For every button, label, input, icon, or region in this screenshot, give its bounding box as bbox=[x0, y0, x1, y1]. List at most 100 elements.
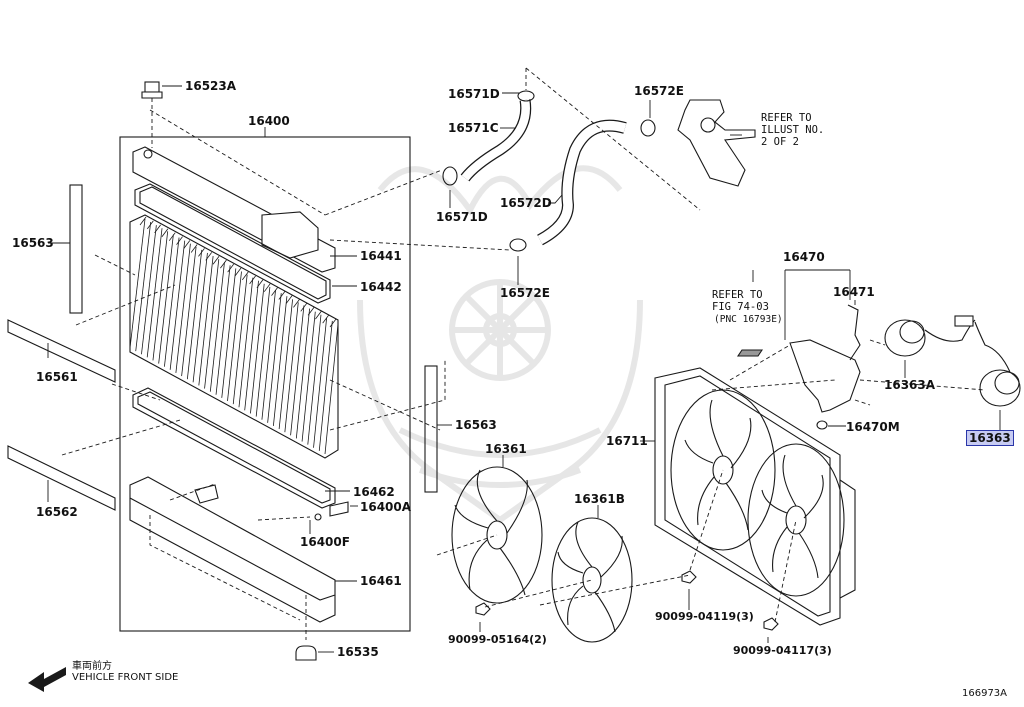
core-fin bbox=[186, 249, 203, 380]
core-fin-top bbox=[315, 310, 322, 320]
fan-motor-16363 bbox=[974, 321, 1021, 407]
radiator-lower-tank bbox=[129, 476, 336, 623]
core-fin bbox=[204, 259, 220, 389]
core-fin-top bbox=[212, 255, 220, 265]
label-16363A[interactable]: 16363A bbox=[884, 378, 936, 392]
label-16572E-top[interactable]: 16572E bbox=[634, 84, 684, 98]
lower-tank-gasket bbox=[132, 387, 336, 509]
label-90099-04119[interactable]: 90099-04119(3) bbox=[655, 610, 754, 623]
label-90099-05164[interactable]: 90099-05164(2) bbox=[448, 633, 547, 646]
reservoir-16470 bbox=[789, 339, 861, 430]
label-16470[interactable]: 16470 bbox=[783, 250, 825, 264]
core-fin-top bbox=[293, 299, 300, 308]
core-fin bbox=[152, 231, 169, 361]
core-fin bbox=[267, 293, 282, 423]
arrow-left-icon bbox=[28, 667, 66, 692]
label-16572E-bottom[interactable]: 16572E bbox=[500, 286, 550, 300]
core-fin-top bbox=[176, 236, 183, 245]
label-16400F[interactable]: 16400F bbox=[300, 535, 350, 549]
label-16462[interactable]: 16462 bbox=[353, 485, 395, 499]
core-fin-top bbox=[285, 295, 293, 304]
core-fin-top bbox=[263, 283, 271, 292]
label-16471[interactable]: 16471 bbox=[833, 285, 875, 299]
core-fin-top bbox=[198, 248, 205, 257]
core-fin bbox=[227, 271, 242, 402]
core-fin bbox=[209, 262, 225, 392]
label-16535[interactable]: 16535 bbox=[337, 645, 379, 659]
clamp-16572E-bottom bbox=[509, 238, 527, 252]
core-fin bbox=[181, 246, 197, 377]
core-fin bbox=[284, 302, 299, 433]
label-16562[interactable]: 16562 bbox=[36, 505, 78, 519]
core-fin-top bbox=[146, 220, 154, 230]
samurai-helmet-icon bbox=[357, 165, 643, 524]
core-fin-top bbox=[271, 287, 278, 296]
label-16711[interactable]: 16711 bbox=[606, 434, 648, 448]
hose-16571C bbox=[461, 99, 530, 181]
label-16572D[interactable]: 16572D bbox=[500, 196, 552, 210]
fan-shroud-16711 bbox=[654, 367, 856, 626]
core-fin-top bbox=[161, 228, 169, 238]
core-fin bbox=[158, 234, 174, 364]
core-fin bbox=[244, 280, 259, 411]
drain-plug-16535 bbox=[295, 645, 317, 661]
label-16363-highlighted[interactable]: 16363 bbox=[966, 430, 1014, 446]
radiator-cap-16523A bbox=[141, 81, 163, 99]
core-fin-top bbox=[322, 314, 330, 324]
core-fin bbox=[129, 218, 146, 349]
core-fin-top bbox=[220, 259, 227, 269]
note-refer-illust: REFER TO ILLUST NO. 2 OF 2 bbox=[761, 112, 825, 148]
core-fin bbox=[232, 274, 248, 405]
label-16470M[interactable]: 16470M bbox=[846, 420, 900, 434]
core-fin-top bbox=[300, 303, 308, 312]
core-fin bbox=[313, 317, 328, 448]
label-16461[interactable]: 16461 bbox=[360, 574, 402, 588]
core-fin bbox=[318, 320, 333, 451]
core-fin bbox=[255, 286, 271, 417]
clamp-16571D-top bbox=[517, 90, 535, 102]
core-fin bbox=[250, 283, 265, 414]
core-fin-top bbox=[278, 291, 286, 300]
core-fin bbox=[135, 222, 152, 352]
label-16361B[interactable]: 16361B bbox=[574, 492, 625, 506]
reservoir-hose-16471 bbox=[847, 304, 861, 361]
core-fin-top bbox=[234, 267, 242, 277]
core-fin bbox=[164, 237, 180, 367]
label-16571D-top[interactable]: 16571D bbox=[448, 87, 500, 101]
label-16563-left[interactable]: 16563 bbox=[12, 236, 54, 250]
radiator-core-fins bbox=[129, 216, 339, 455]
label-16561[interactable]: 16561 bbox=[36, 370, 78, 384]
fan-motor-16363A bbox=[884, 315, 976, 357]
oring-16400F bbox=[314, 513, 322, 521]
core-fin-top bbox=[307, 306, 315, 316]
core-fin bbox=[307, 314, 322, 445]
label-16442[interactable]: 16442 bbox=[360, 280, 402, 294]
clamp-16572E-top bbox=[640, 119, 656, 137]
label-16400A[interactable]: 16400A bbox=[360, 500, 412, 514]
core-fin-top bbox=[183, 240, 191, 249]
label-16563-right[interactable]: 16563 bbox=[455, 418, 497, 432]
core-fin bbox=[261, 289, 276, 420]
core-fin bbox=[141, 225, 157, 355]
core-fin bbox=[175, 243, 191, 373]
vehicle-front-japanese: 車両前方 bbox=[72, 661, 112, 672]
vehicle-front-label: VEHICLE FRONT SIDE bbox=[72, 672, 179, 683]
label-16361[interactable]: 16361 bbox=[485, 442, 527, 456]
label-16441[interactable]: 16441 bbox=[360, 249, 402, 263]
radiator-upper-tank bbox=[132, 146, 336, 273]
core-fin bbox=[221, 268, 237, 398]
fan-16361B bbox=[551, 517, 633, 643]
core-fin-top bbox=[154, 224, 161, 234]
water-outlet-housing bbox=[677, 99, 756, 187]
label-16400[interactable]: 16400 bbox=[248, 114, 290, 128]
seal-16561 bbox=[7, 319, 116, 383]
core-fin bbox=[290, 305, 305, 436]
radiator-core bbox=[129, 214, 339, 459]
label-16571D-bottom[interactable]: 16571D bbox=[436, 210, 488, 224]
core-fin-top bbox=[227, 263, 235, 273]
label-16523A[interactable]: 16523A bbox=[185, 79, 237, 93]
seal-16563-left bbox=[69, 184, 83, 314]
label-90099-04117[interactable]: 90099-04117(3) bbox=[733, 644, 832, 657]
label-16571C[interactable]: 16571C bbox=[448, 121, 499, 135]
core-fin bbox=[169, 240, 186, 370]
